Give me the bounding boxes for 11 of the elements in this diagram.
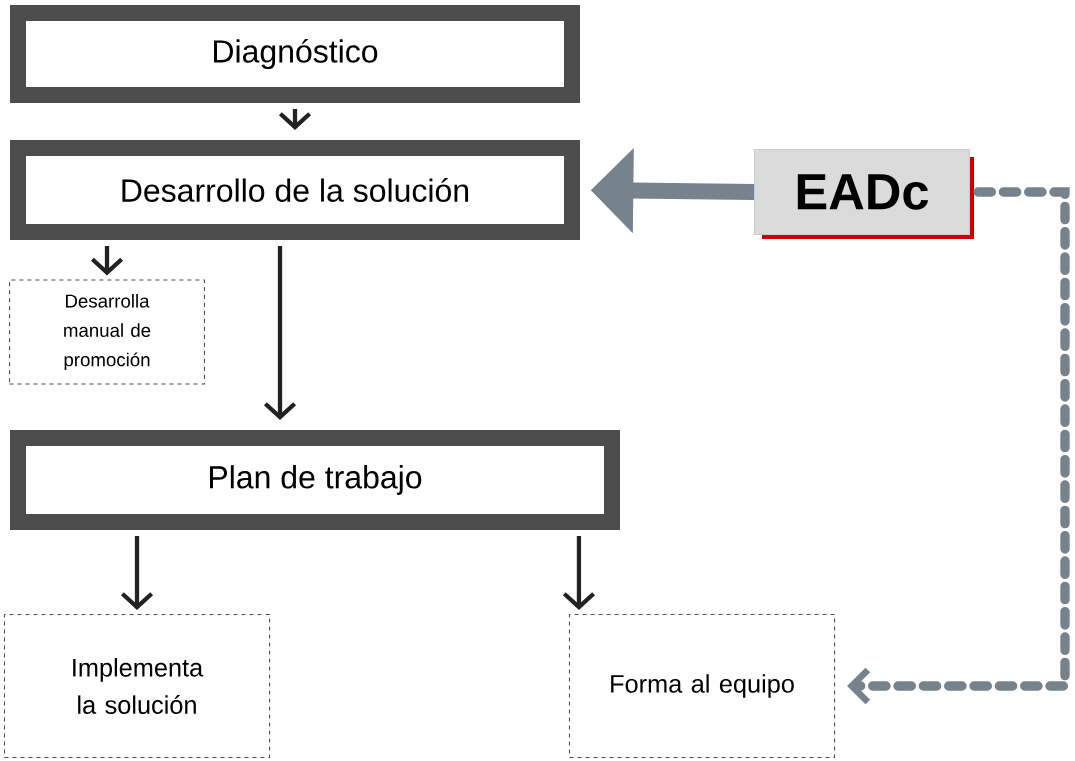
label-box: EADc xyxy=(754,148,974,239)
task-box: Desarrolla manual de promoción xyxy=(9,279,205,385)
arrow xyxy=(847,187,1070,705)
task-box: Forma al equipo xyxy=(568,614,836,758)
process-box: Plan de trabajo xyxy=(10,430,620,530)
process-box: Desarrollo de la solución xyxy=(10,140,580,240)
process-box: Diagnóstico xyxy=(10,5,580,103)
arrow xyxy=(562,536,596,610)
arrow xyxy=(263,246,297,420)
arrow xyxy=(120,536,154,610)
task-box: Implementa la solución xyxy=(3,614,271,758)
